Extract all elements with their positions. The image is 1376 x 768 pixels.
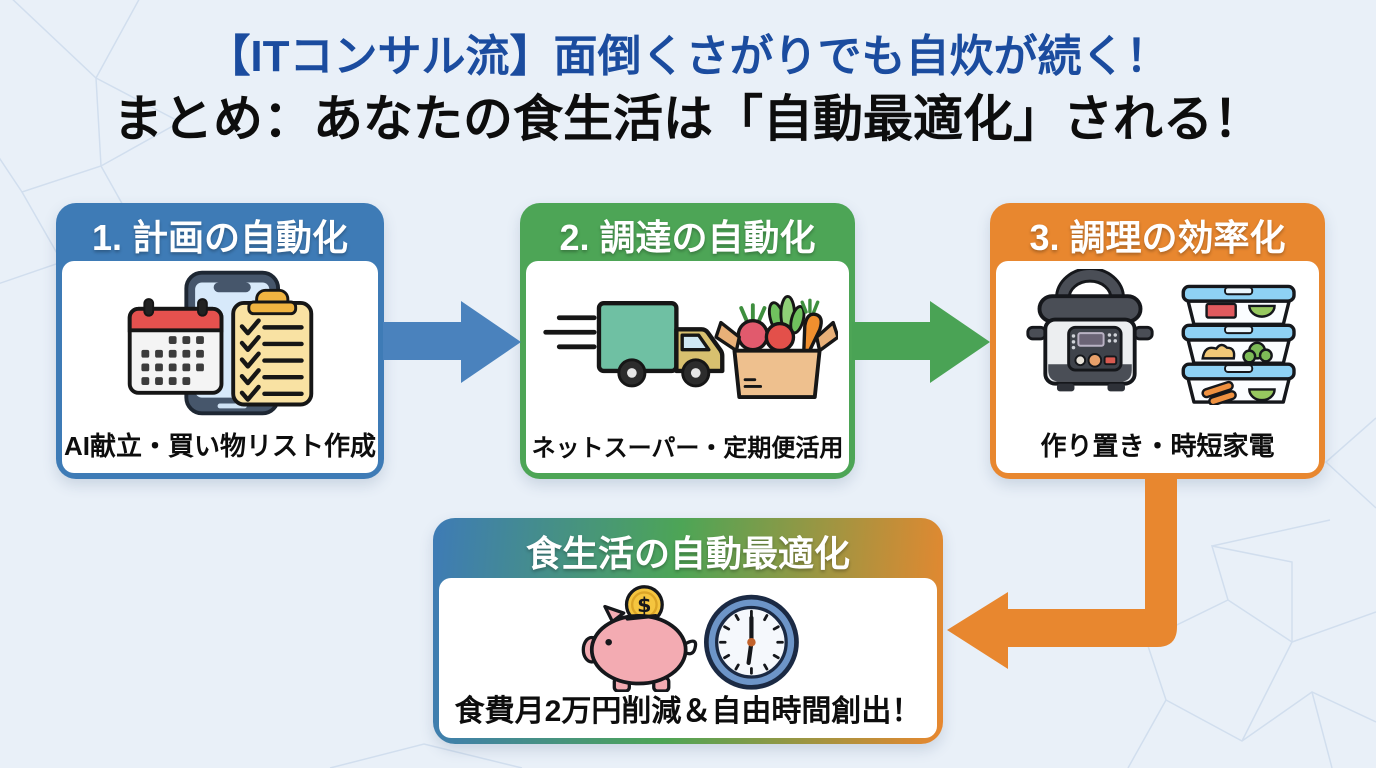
result-caption: 食費月2万円削減＆自由時間創出！: [454, 695, 922, 728]
pressure-cooker-icon: [1025, 269, 1154, 392]
page-title: 【ITコンサル流】面倒くさがりでも自炊が続く！: [206, 32, 1170, 81]
meal-prep-containers-icon: [1181, 284, 1296, 405]
page-subtitle: まとめ：あなたの食生活は「自動最適化」される！: [113, 91, 1263, 148]
step-3-caption: 作り置き・時短家電: [1040, 431, 1275, 461]
step-1-header: 1. 計画の自動化: [91, 217, 349, 258]
piggy-bank-icon: $: [581, 585, 697, 692]
step-2-body: ネットスーパー・定期便活用: [526, 261, 849, 473]
title-block: 【ITコンサル流】面倒くさがりでも自炊が続く！ まとめ：あなたの食生活は「自動最…: [0, 32, 1376, 147]
step-1-body: AI献立・買い物リスト作成: [62, 261, 378, 473]
step-3-body: 作り置き・時短家電: [996, 261, 1319, 473]
smartphone-calendar-clipboard-icon: [127, 270, 313, 416]
step-2-box: 2. 調達の自動化: [520, 203, 855, 479]
svg-text:$: $: [637, 593, 651, 617]
step-3-header: 3. 調理の効率化: [1029, 217, 1286, 258]
vegetable-box-icon: [713, 294, 838, 400]
delivery-truck-vegetable-box-icon: [542, 294, 838, 400]
step-2-caption: ネットスーパー・定期便活用: [531, 435, 844, 462]
delivery-truck-icon: [542, 301, 724, 388]
cooker-containers-icon: [1025, 269, 1296, 405]
result-box: 食生活の自動最適化 $: [433, 518, 943, 744]
tomato: [764, 321, 795, 353]
step-3-box: 3. 調理の効率化: [990, 203, 1325, 479]
step-2-header: 2. 調達の自動化: [559, 217, 816, 258]
step-1-caption: AI献立・買い物リスト作成: [63, 431, 376, 461]
piggy-clock-icon: $: [581, 585, 799, 692]
step-1-box: 1. 計画の自動化: [56, 203, 384, 479]
radish: [736, 303, 769, 352]
result-header: 食生活の自動最適化: [525, 533, 850, 574]
checklist-clipboard-icon: [230, 288, 313, 407]
arrow-step3-to-result: [947, 479, 1177, 669]
calendar-icon: [127, 298, 223, 395]
result-body: $: [439, 578, 937, 738]
arrow-step2-to-step3: [852, 301, 990, 383]
arrow-step1-to-step2: [383, 301, 521, 383]
clock-icon: [703, 594, 799, 690]
